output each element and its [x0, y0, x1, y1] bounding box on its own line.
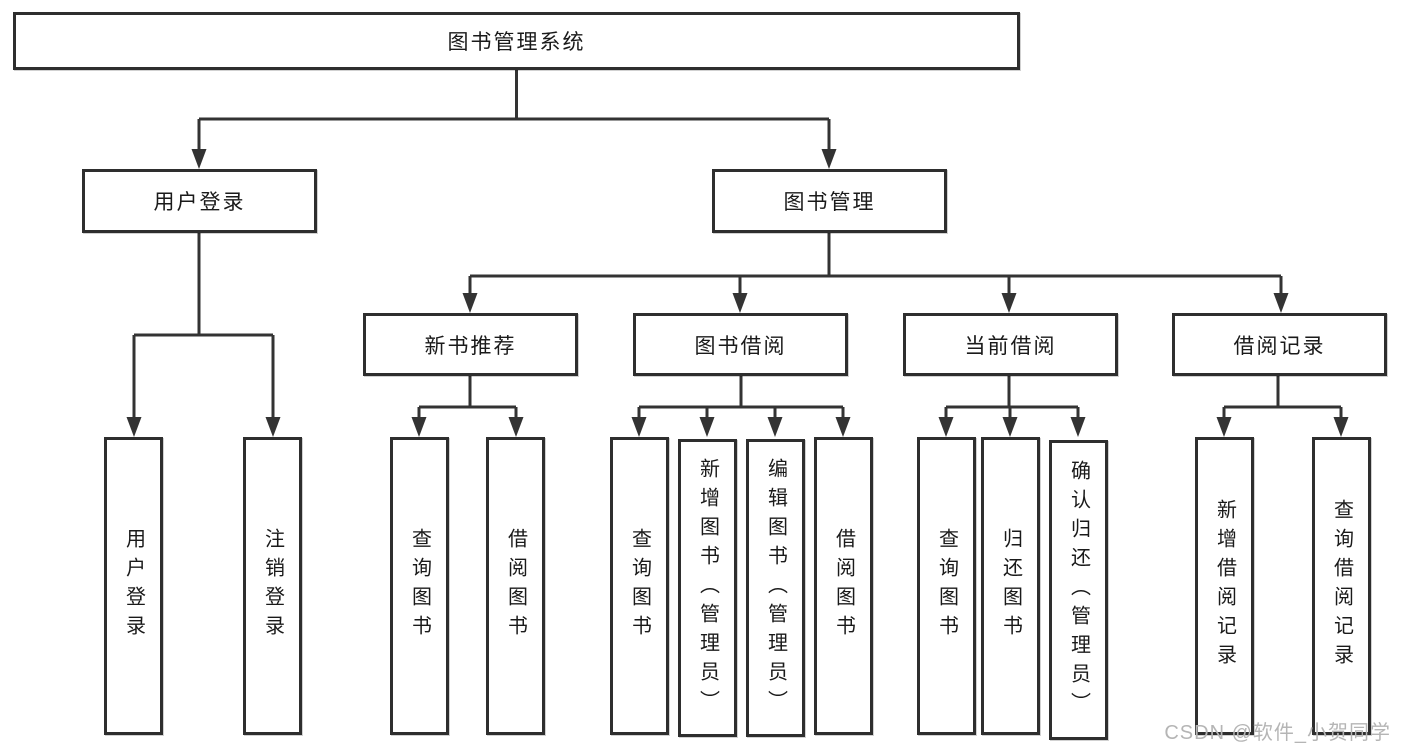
arrowhead: [699, 417, 715, 437]
node-root-library-system: 图书管理系统: [13, 12, 1020, 70]
leaf-query-book-3: 查询图书: [917, 437, 976, 735]
leaf-query-borrow-record: 查询借阅记录: [1312, 437, 1371, 735]
arrowhead: [126, 417, 142, 437]
arrowhead: [767, 417, 783, 437]
node-label: 归还图书: [999, 528, 1022, 644]
leaf-query-book-2: 查询图书: [610, 437, 669, 735]
node-label: 用户登录: [153, 191, 246, 214]
node-label: 借阅图书: [504, 528, 527, 644]
node-user-login: 用户登录: [82, 169, 317, 233]
node-current-borrow: 当前借阅: [903, 313, 1118, 376]
leaf-borrow-book-1: 借阅图书: [486, 437, 545, 735]
node-label: 图书管理系统: [447, 31, 586, 54]
node-book-management: 图书管理: [712, 169, 947, 233]
connector-root: [197, 70, 831, 150]
arrowhead: [411, 417, 427, 437]
arrowhead: [1273, 293, 1289, 313]
node-label: 借阅图书: [832, 528, 855, 644]
leaf-add-book-admin: 新增图书（管理员）: [678, 439, 737, 737]
node-label: 确认归还（管理员）: [1067, 459, 1090, 721]
node-borrow-records: 借阅记录: [1172, 313, 1387, 376]
node-label: 注销登录: [261, 528, 284, 644]
leaf-query-book-1: 查询图书: [390, 437, 449, 735]
node-label: 图书管理: [783, 191, 876, 214]
csdn-watermark: CSDN @软件_小贺同学: [1164, 722, 1391, 744]
node-label: 查询借阅记录: [1330, 499, 1353, 673]
node-label: 新书推荐: [424, 334, 517, 358]
arrowhead: [821, 149, 837, 169]
leaf-logout: 注销登录: [243, 437, 302, 735]
arrowhead: [1333, 417, 1349, 437]
arrowhead: [1216, 417, 1232, 437]
connector-user-login: [132, 233, 275, 418]
node-label: 查询图书: [935, 528, 958, 644]
node-label: 图书借阅: [694, 334, 787, 358]
node-label: 借阅记录: [1233, 334, 1326, 358]
node-label: 新增图书（管理员）: [696, 457, 719, 719]
node-label: 查询图书: [628, 528, 651, 644]
arrowhead: [191, 149, 207, 169]
node-book-borrow: 图书借阅: [633, 313, 848, 376]
arrowhead: [732, 293, 748, 313]
arrowhead: [462, 293, 478, 313]
leaf-return-book: 归还图书: [981, 437, 1040, 735]
node-label: 编辑图书（管理员）: [764, 457, 787, 719]
arrowhead: [265, 417, 281, 437]
leaf-edit-book-admin: 编辑图书（管理员）: [746, 439, 805, 737]
arrowhead: [508, 417, 524, 437]
connector-book-mgmt: [468, 233, 1283, 294]
leaf-user-login: 用户登录: [104, 437, 163, 735]
leaf-confirm-return-admin: 确认归还（管理员）: [1049, 440, 1108, 740]
arrowhead: [1001, 293, 1017, 313]
node-label: 新增借阅记录: [1213, 499, 1236, 673]
node-new-book-recommend: 新书推荐: [363, 313, 578, 376]
node-label: 查询图书: [408, 528, 431, 644]
arrowhead: [938, 417, 954, 437]
connector-current-borrow: [944, 376, 1080, 418]
arrowhead: [835, 417, 851, 437]
connector-borrow-records: [1222, 376, 1343, 418]
arrowhead: [1002, 417, 1018, 437]
connector-new-book: [417, 376, 518, 418]
leaf-add-borrow-record: 新增借阅记录: [1195, 437, 1254, 735]
node-label: 当前借阅: [964, 334, 1057, 358]
connector-book-borrow: [637, 376, 845, 418]
leaf-borrow-book-2: 借阅图书: [814, 437, 873, 735]
node-label: 用户登录: [122, 528, 145, 644]
arrowhead: [631, 417, 647, 437]
arrowhead: [1070, 417, 1086, 437]
